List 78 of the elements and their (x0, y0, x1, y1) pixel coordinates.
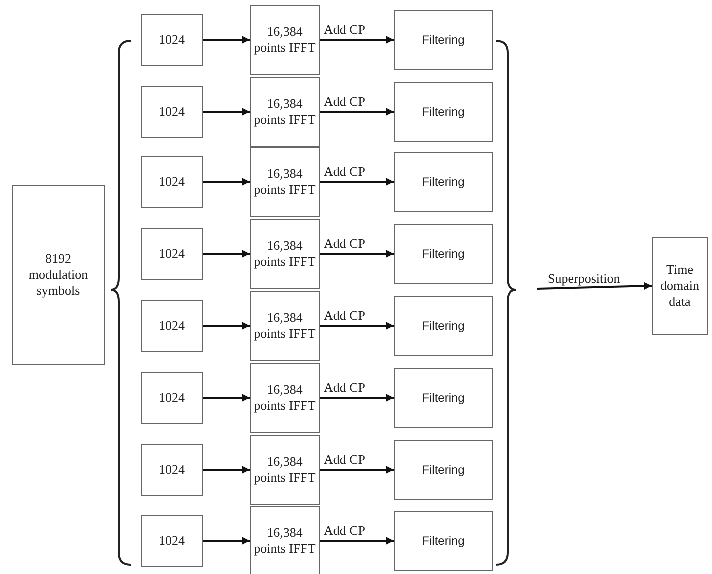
box-label: 1024 (159, 174, 185, 190)
filter-box (394, 10, 493, 70)
output-box (652, 237, 708, 335)
box-label: 16,384 points IFFT (253, 166, 317, 198)
arrow (320, 108, 394, 116)
box-label: Filtering (422, 104, 465, 120)
ifft-box (250, 147, 320, 217)
ifft-box (250, 435, 320, 505)
box-label: 1024 (159, 104, 185, 120)
block-box (141, 300, 203, 352)
arrow (536, 282, 652, 290)
ifft-box (250, 506, 320, 574)
filter-box (394, 440, 493, 500)
block-box (141, 515, 203, 567)
filter-box (394, 511, 493, 571)
ifft-box (250, 77, 320, 147)
arrow (320, 394, 394, 402)
block-box (141, 228, 203, 280)
box-label: 16,384 points IFFT (253, 524, 317, 558)
box-label: Filtering (422, 462, 465, 478)
filter-box (394, 368, 493, 428)
box-label: 1024 (159, 390, 185, 406)
box-label: 8192 modulation symbols (28, 250, 90, 300)
arrow (320, 537, 394, 545)
box-label: 16,384 points IFFT (253, 454, 317, 486)
block-box (141, 86, 203, 138)
edge-label: Add CP (323, 23, 367, 36)
box-label: Filtering (422, 318, 465, 334)
box-label: 1024 (159, 318, 185, 334)
arrow (203, 394, 250, 402)
box-label: Filtering (422, 390, 465, 406)
arrow (203, 466, 250, 474)
ifft-box (250, 291, 320, 361)
ifft-box (250, 363, 320, 433)
arrow (320, 322, 394, 330)
block-box (141, 14, 203, 66)
arrow (203, 108, 250, 116)
box-label: Filtering (422, 32, 465, 48)
box-label: 16,384 points IFFT (253, 238, 317, 270)
filter-box (394, 224, 493, 284)
arrow (320, 36, 394, 44)
block-box (141, 444, 203, 496)
box-label: 1024 (159, 246, 185, 262)
ifft-box (250, 219, 320, 289)
box-label: 16,384 points IFFT (253, 310, 317, 342)
box-label: 1024 (159, 462, 185, 478)
box-label: 1024 (159, 32, 185, 48)
arrow (320, 466, 394, 474)
edge-label: Add CP (323, 237, 367, 250)
filter-box (394, 82, 493, 142)
box-label: Time domain data (660, 262, 700, 310)
edge-label: Add CP (323, 524, 367, 537)
edge-label: Add CP (323, 165, 367, 178)
block-box (141, 156, 203, 208)
block-box (141, 372, 203, 424)
ifft-box (250, 5, 320, 75)
box-label: Filtering (422, 246, 465, 262)
box-label: 1024 (159, 532, 185, 550)
filter-box (394, 296, 493, 356)
edge-label: Add CP (323, 95, 367, 108)
filter-box (394, 152, 493, 212)
box-label: 16,384 points IFFT (253, 24, 317, 56)
arrow (203, 537, 250, 545)
box-label: Filtering (422, 534, 465, 548)
edge-label: Add CP (323, 309, 367, 322)
arrow (203, 178, 250, 186)
arrow (203, 250, 250, 258)
edge-label: Add CP (323, 381, 367, 394)
box-label: Filtering (422, 174, 465, 190)
edge-label: Superposition (547, 272, 622, 285)
arrow (320, 250, 394, 258)
source-box (12, 185, 105, 365)
box-label: 16,384 points IFFT (253, 96, 317, 128)
edge-label: Add CP (323, 453, 367, 466)
arrow (203, 36, 250, 44)
box-label: 16,384 points IFFT (253, 382, 317, 414)
arrow (320, 178, 394, 186)
arrow (203, 322, 250, 330)
